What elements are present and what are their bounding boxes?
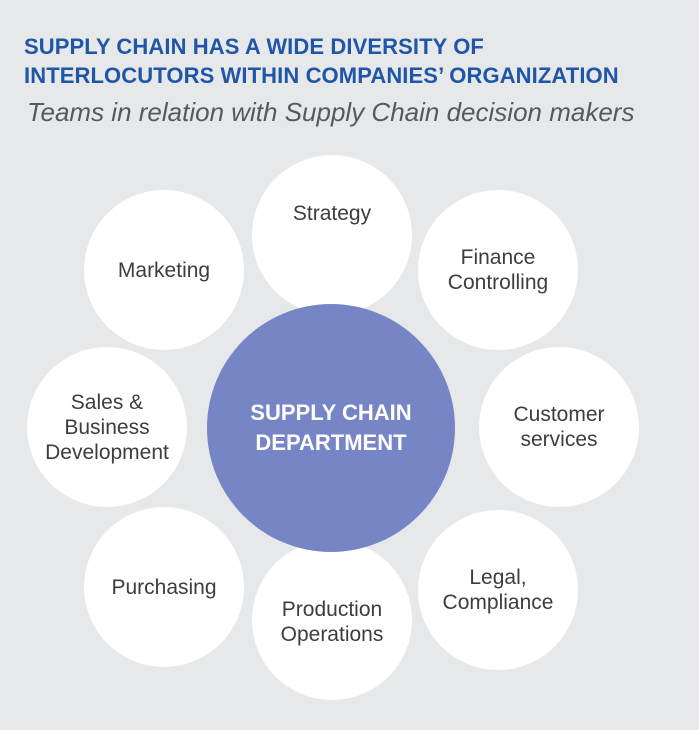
team-circle-strategy: Strategy <box>252 155 412 315</box>
page-subtitle: Teams in relation with Supply Chain deci… <box>27 97 635 127</box>
team-label-marketing: Marketing <box>117 258 211 282</box>
team-circle-finance-controlling: Finance Controlling <box>418 190 578 350</box>
team-label-legal-compliance: Legal, Compliance <box>442 566 554 614</box>
title-line-2: INTERLOCUTORS WITHIN COMPANIES’ ORGANIZA… <box>24 63 619 88</box>
team-label-production-operations: Production Operations <box>280 598 384 646</box>
team-circle-marketing: Marketing <box>84 190 244 350</box>
team-label-purchasing: Purchasing <box>111 575 217 599</box>
center-circle-supply-chain-department: SUPPLY CHAIN DEPARTMENT <box>207 304 455 552</box>
team-circle-sales-business-development: Sales & Business Development <box>27 347 187 507</box>
title-line-1: SUPPLY CHAIN HAS A WIDE DIVERSITY OF <box>24 34 484 59</box>
center-label: SUPPLY CHAIN DEPARTMENT <box>250 400 412 455</box>
team-circle-customer-services: Customer services <box>479 347 639 507</box>
page-title: SUPPLY CHAIN HAS A WIDE DIVERSITY OF INT… <box>24 32 619 90</box>
team-circle-purchasing: Purchasing <box>84 507 244 667</box>
team-label-sales-business-development: Sales & Business Development <box>45 390 169 464</box>
team-label-strategy: Strategy <box>292 201 372 225</box>
team-label-finance-controlling: Finance Controlling <box>447 246 549 294</box>
team-circle-legal-compliance: Legal, Compliance <box>418 510 578 670</box>
team-circle-production-operations: Production Operations <box>252 540 412 700</box>
team-label-customer-services: Customer services <box>513 403 605 451</box>
